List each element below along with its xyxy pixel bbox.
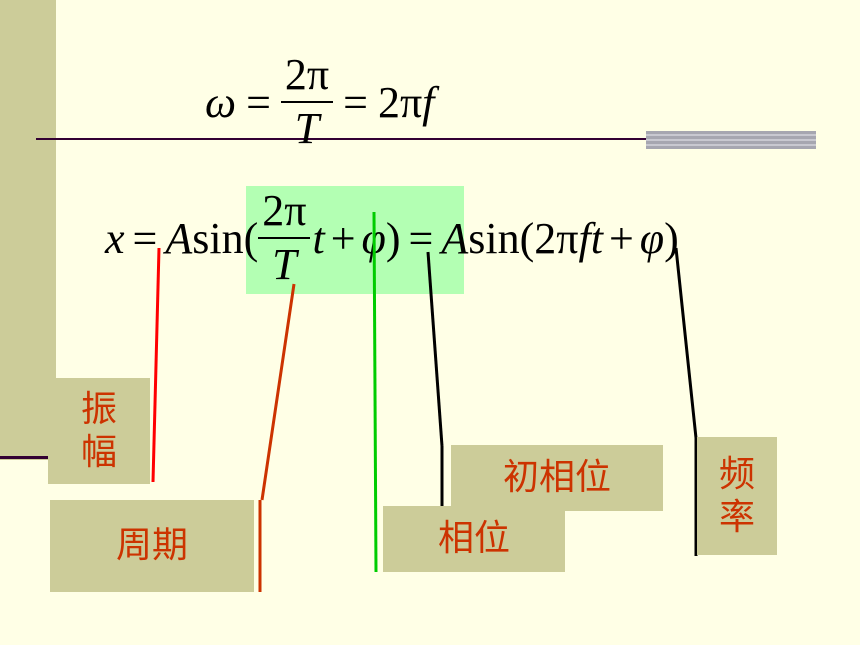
plus-sign: + (330, 213, 356, 263)
frequency-label: 频率 (697, 437, 777, 555)
frequency-symbol: f (578, 213, 591, 263)
sin-2pi: sin(2π (468, 213, 579, 263)
fraction-2pi-over-T: 2π T (280, 50, 334, 153)
sin-open: sin( (192, 213, 259, 263)
phi-symbol: φ (639, 213, 665, 263)
plus-sign: + (608, 213, 634, 263)
equals-sign: = (246, 77, 271, 127)
period-label-text: 周期 (115, 525, 188, 567)
amplitude-pointer-line (151, 247, 161, 483)
left-decorative-bar (0, 0, 56, 460)
left-bottom-rule (0, 456, 50, 459)
fraction-denominator: T (294, 104, 320, 153)
phase-label: 相位 (383, 506, 565, 572)
gray-accent-bar (646, 131, 816, 149)
equals-sign: = (132, 213, 158, 263)
omega-symbol: ω (205, 77, 237, 127)
period-pointer-line (260, 283, 296, 501)
phase-label-text: 相位 (437, 518, 510, 560)
amplitude-symbol: A (165, 213, 193, 263)
fraction-numerator: 2π (262, 186, 307, 235)
period-label: 周期 (50, 500, 254, 592)
rhs-coefficient: 2π (377, 77, 423, 127)
amplitude-symbol: A (441, 213, 469, 263)
frequency-label-text: 频率 (718, 453, 755, 538)
fraction-bar (258, 237, 311, 239)
initial-phase-label-text: 初相位 (502, 457, 611, 499)
amplitude-label-text: 振幅 (80, 388, 117, 473)
phase-pointer-line (372, 211, 378, 573)
displacement-symbol: x (105, 213, 125, 263)
equals-sign: = (343, 77, 368, 127)
time-symbol: t (312, 213, 325, 263)
fraction-numerator: 2π (284, 50, 330, 99)
amplitude-label: 振幅 (48, 378, 150, 484)
horizontal-rule (36, 138, 816, 140)
fraction-bar (280, 101, 334, 103)
fraction-denominator: T (272, 240, 297, 289)
initial-phase-label: 初相位 (451, 445, 663, 511)
frequency-symbol: f (422, 77, 435, 127)
phase-highlight (246, 186, 464, 294)
close-paren: ) (385, 213, 401, 263)
fraction-2pi-over-T: 2π T (258, 186, 311, 289)
initial-phase-pointer-line (426, 251, 444, 447)
frequency-pointer-line (674, 247, 698, 439)
time-symbol: t (590, 213, 603, 263)
